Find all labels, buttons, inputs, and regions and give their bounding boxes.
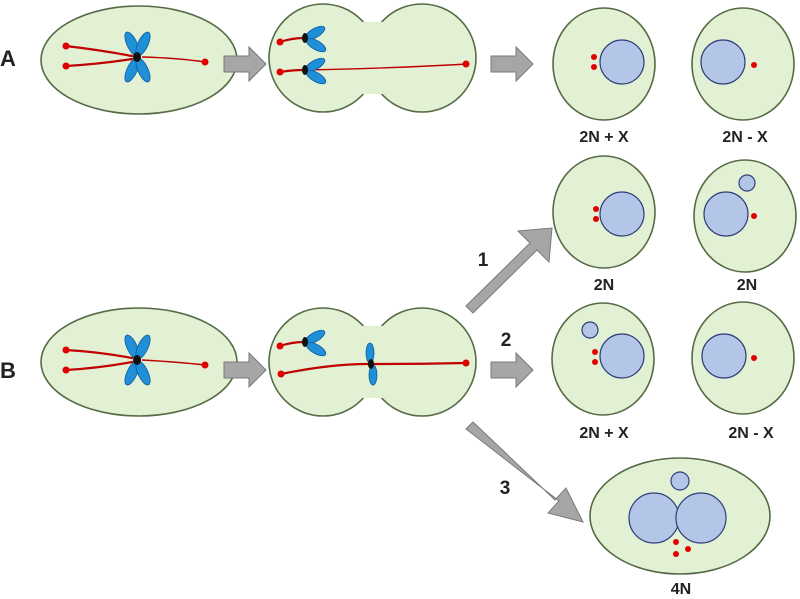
row-a-metaphase-cell [40,5,238,115]
outcome-label-1-right: 2N [737,277,757,294]
centrosome [593,216,599,222]
chromosome-x [124,31,151,83]
centrosome [276,68,284,76]
spindle-fiber [141,359,206,366]
centrosome [62,366,70,374]
centrosome [593,206,599,212]
outcome-label-2-left: 2N + X [579,425,629,442]
spindle-fiber [279,362,370,376]
pathway-label-3: 3 [500,478,511,499]
centrosome [751,355,757,361]
chromatid-upper [302,25,327,53]
centrosome [62,346,70,354]
chromatid-upper [302,329,327,357]
row-b-metaphase-cell [40,307,238,417]
spindle-fiber [64,360,134,372]
nucleus [599,39,645,85]
outcome-label-2-right: 2N - X [728,425,774,442]
outcome-label-a-right: 2N - X [722,129,768,146]
chromatid-lower [302,57,327,85]
path1-daughter-left [552,155,656,269]
centrosome [276,38,284,46]
row-label-a: A [0,46,16,71]
pathway-arrow-2 [490,351,534,389]
spindle-fiber [64,44,134,58]
cell-body [367,307,477,417]
row-a-daughter-left [552,7,656,121]
nucleus [599,333,645,379]
outcome-label-a-left: 2N + X [579,129,629,146]
row-b-anaphase-cell [268,307,477,417]
micronucleus [670,471,690,491]
centrosome [751,62,757,68]
centrosome [462,359,470,367]
spindle-fiber [64,57,134,68]
nucleus [628,492,680,544]
process-arrow [223,45,267,83]
centrosome [673,551,679,557]
centrosome [201,361,209,369]
centrosome [591,54,597,60]
pathway-label-1: 1 [478,250,489,271]
path2-daughter-left [551,302,655,416]
nucleus [700,39,746,85]
centrosome [673,539,679,545]
centrosome [685,546,691,552]
pathway-label-2: 2 [501,330,512,351]
chromosome-x [124,334,151,386]
micronucleus [581,321,599,339]
pathway-arrow-3 [465,421,584,523]
spindle-fiber [372,361,468,366]
centrosome [592,349,598,355]
nucleus [675,492,727,544]
centrosome [462,60,470,68]
cell-body [367,3,477,113]
micronucleus [738,174,756,192]
path1-daughter-right [693,159,797,273]
row-a-anaphase-cell [268,3,477,113]
pathway-arrow-1 [465,227,553,314]
centrosome [751,213,757,219]
outcome-label-3: 4N [671,581,691,598]
process-arrow [223,351,267,389]
nucleus [701,333,747,379]
centrosome [201,58,209,66]
path2-daughter-right [691,301,795,415]
centrosome [277,370,285,378]
centrosome [276,342,284,350]
row-label-b: B [0,358,16,383]
centrosome [592,359,598,365]
process-arrow [490,45,534,83]
spindle-fiber [64,348,134,360]
centrosome [591,64,597,70]
nucleus [703,191,749,237]
nucleus [599,191,645,237]
path3-tetraploid-cell [589,457,771,575]
lagging-chromosome [365,342,378,386]
spindle-fiber [305,63,467,71]
centrosome [62,62,70,70]
outcome-label-1-left: 2N [594,277,614,294]
spindle-fiber [141,56,206,63]
row-a-daughter-right [691,7,795,121]
centrosome [62,42,70,50]
